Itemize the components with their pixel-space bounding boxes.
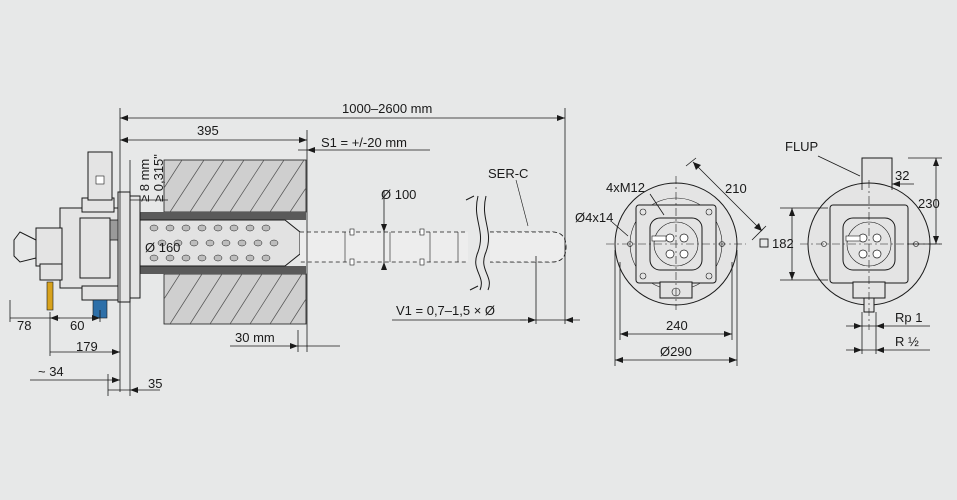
stroke-label: S1 = +/-20 mm <box>321 135 407 150</box>
dim-290-label: Ø290 <box>660 344 692 359</box>
rear-view: 182 FLUP 32 230 Rp 1 R ½ <box>759 139 942 354</box>
square-symbol-icon <box>759 238 769 248</box>
r-half-label: R ½ <box>895 334 919 349</box>
burner-head <box>139 219 301 267</box>
burner-diameter-label: Ø 160 <box>145 240 180 255</box>
dim-179-label: 179 <box>76 339 98 354</box>
dim-34-label: ~ 34 <box>38 364 64 379</box>
square-182-label: 182 <box>772 236 794 251</box>
insertion-depth-label: 395 <box>197 123 219 138</box>
dim-32-label: 32 <box>895 168 909 183</box>
burner-body <box>13 151 141 319</box>
holes-label: Ø4x14 <box>575 210 613 225</box>
front-view: 4xM12 Ø4x14 210 240 Ø290 <box>575 157 767 366</box>
flup-label: FLUP <box>785 139 818 154</box>
dim-230-label: 230 <box>918 196 940 211</box>
wall-gap-inch-label: ≥ 0,315" <box>151 154 166 202</box>
thread-label: 4xM12 <box>606 180 645 195</box>
tube-diameter-label: Ø 100 <box>381 187 416 202</box>
dim-60-label: 60 <box>70 318 84 333</box>
dim-210-label: 210 <box>725 181 747 196</box>
overall-length-label: 1000–2600 mm <box>342 101 432 116</box>
dim-78-label: 78 <box>17 318 31 333</box>
side-arrowheads <box>50 115 573 393</box>
radiant-tube <box>300 195 567 291</box>
dim-35-label: 35 <box>148 376 162 391</box>
dim-30mm-label: 30 mm <box>235 330 275 345</box>
side-view: 1000–2600 mm 395 S1 = +/-20 mm Ø 100 Ø 1… <box>9 101 580 396</box>
dim-240-label: 240 <box>666 318 688 333</box>
connector-yellow <box>46 281 54 311</box>
v1-formula-label: V1 = 0,7–1,5 × Ø <box>396 303 495 318</box>
rp-label: Rp 1 <box>895 310 922 325</box>
wall-gap-label: ≥ 8 mm <box>137 159 152 202</box>
wall-section <box>140 159 307 325</box>
ser-c-label: SER-C <box>488 166 528 181</box>
